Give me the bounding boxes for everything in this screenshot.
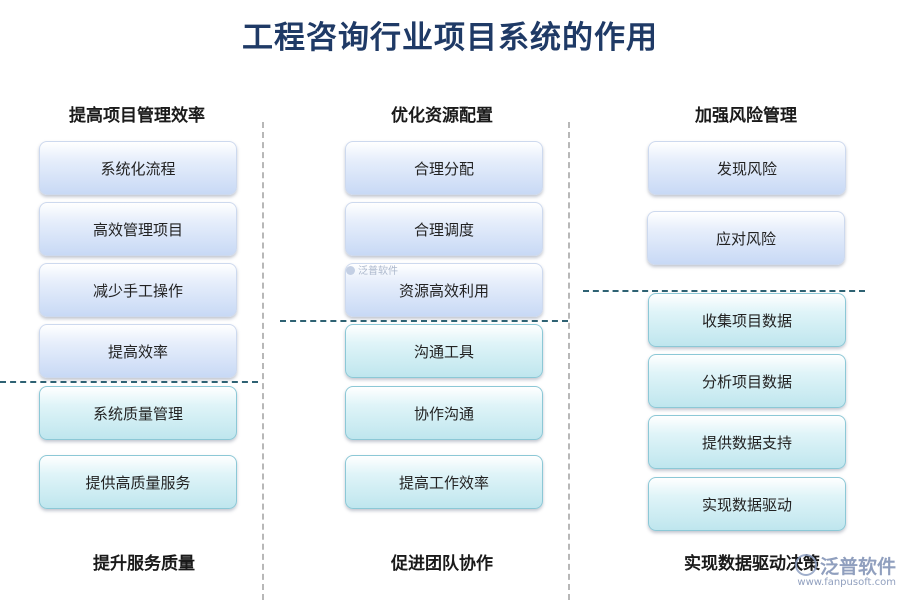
box-data-driven: 实现数据驱动 [648,477,846,531]
logo-icon [346,266,355,275]
horizontal-divider-col3 [583,290,865,292]
column-heading-efficiency: 提高项目管理效率 [69,106,205,126]
box-provide-quality-service: 提供高质量服务 [39,455,237,509]
vertical-divider-left [262,122,264,600]
horizontal-divider-col1 [0,381,258,383]
box-improve-efficiency: 提高效率 [39,324,237,378]
box-communication-tools: 沟通工具 [345,324,543,378]
box-analyze-project-data: 分析项目数据 [648,354,846,408]
watermark-small: 泛普软件 [346,262,398,277]
page-title: 工程咨询行业项目系统的作用 [242,20,658,56]
box-collect-project-data: 收集项目数据 [648,293,846,347]
box-system-quality-management: 系统质量管理 [39,386,237,440]
column-heading-risk: 加强风险管理 [695,106,797,126]
box-reduce-manual-work: 减少手工操作 [39,263,237,317]
box-efficient-project-management: 高效管理项目 [39,202,237,256]
watermark-brand-text: 泛普软件 [819,556,896,578]
column-footer-team-collaboration: 促进团队协作 [391,554,493,574]
horizontal-divider-col2 [280,320,568,322]
box-resource-utilization: 资源高效利用 [345,263,543,317]
column-footer-service-quality: 提升服务质量 [93,554,195,574]
box-identify-risk: 发现风险 [648,141,846,195]
watermark-brand: 泛普软件 www.fanpusoft.com [778,552,896,588]
box-improve-work-efficiency: 提高工作效率 [345,455,543,509]
vertical-divider-right [568,122,570,600]
brand-logo-icon [794,554,817,576]
column-footer-data-driven-decision: 实现数据驱动决策 [684,554,820,574]
box-collaborative-communication: 协作沟通 [345,386,543,440]
box-reasonable-allocation: 合理分配 [345,141,543,195]
column-heading-resources: 优化资源配置 [391,106,493,126]
box-respond-risk: 应对风险 [647,211,845,265]
watermark-url: www.fanpusoft.com [797,577,896,588]
box-reasonable-scheduling: 合理调度 [345,202,543,256]
box-provide-data-support: 提供数据支持 [648,415,846,469]
box-systematic-process: 系统化流程 [39,141,237,195]
